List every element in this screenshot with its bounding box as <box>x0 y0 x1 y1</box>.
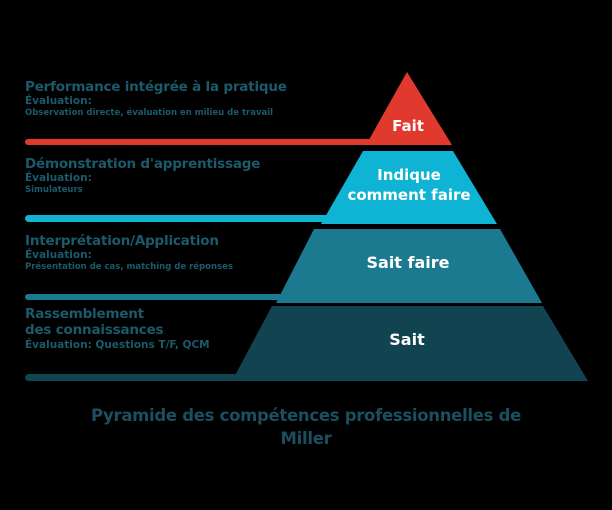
tier-label-indique-line1: Indique <box>377 166 441 184</box>
connector-bar-indique <box>25 215 330 222</box>
tier-fait <box>366 72 452 145</box>
level-fait-title: Performance intégrée à la pratique <box>25 79 287 95</box>
level-sait-title-line2: des connaissances <box>25 322 164 338</box>
level-sait-faire-eval-detail: Présentation de cas, matching de réponse… <box>25 262 233 272</box>
level-sait-faire-eval-label: Évaluation: <box>25 249 92 261</box>
connector-bar-sait <box>25 374 245 381</box>
tier-label-indique: Indique comment faire <box>347 165 470 205</box>
tier-label-sait: Sait <box>389 330 425 349</box>
level-sait-faire-title: Interprétation/Application <box>25 233 219 249</box>
level-fait-labels: Performance intégrée à la pratique Évalu… <box>25 79 287 119</box>
level-sait-labels: Rassemblement des connaissances Évaluati… <box>25 306 210 352</box>
level-fait-eval-detail: Observation directe, évaluation en milie… <box>25 108 274 118</box>
tier-label-indique-line2: comment faire <box>347 186 471 204</box>
level-sait-eval: Évaluation: Questions T/F, QCM <box>25 339 210 351</box>
tier-sait-faire <box>276 229 542 303</box>
diagram-caption: Pyramide des compétences professionnelle… <box>0 404 612 450</box>
caption-line2: Miller <box>280 429 332 448</box>
level-indique-title: Démonstration d'apprentissage <box>25 156 261 172</box>
tier-label-sait-faire: Sait faire <box>366 253 450 272</box>
level-indique-labels: Démonstration d'apprentissage Évaluation… <box>25 156 260 196</box>
connector-bar-fait <box>25 139 375 145</box>
level-fait-eval-label: Évaluation: <box>25 95 92 107</box>
tier-sait <box>232 306 588 381</box>
level-sait-faire-labels: Interprétation/Application Évaluation: P… <box>25 233 233 273</box>
connector-bar-sait-faire <box>25 294 285 300</box>
level-indique-eval-detail: Simulateurs <box>25 185 83 195</box>
level-sait-title-line1: Rassemblement <box>25 306 144 322</box>
tier-label-fait: Fait <box>392 117 424 135</box>
level-indique-eval-label: Évaluation: <box>25 172 92 184</box>
tier-indique <box>321 151 497 224</box>
caption-line1: Pyramide des compétences professionnelle… <box>90 406 522 425</box>
